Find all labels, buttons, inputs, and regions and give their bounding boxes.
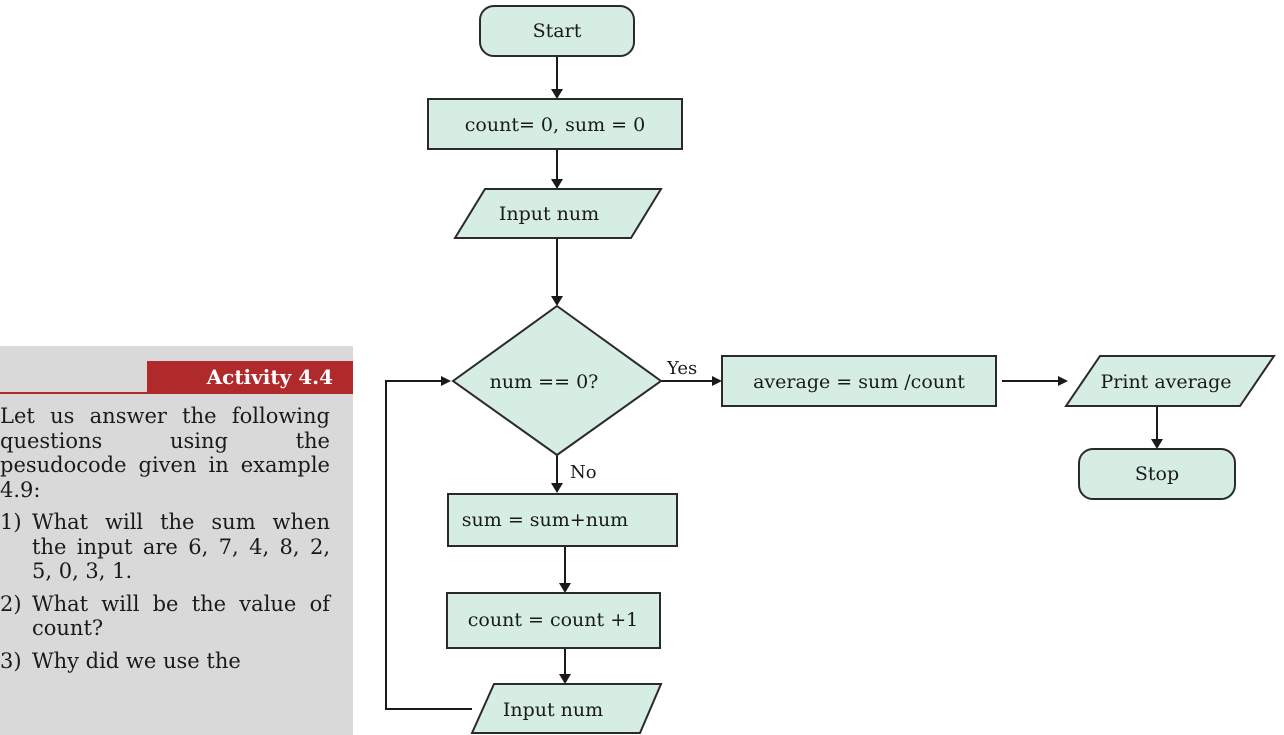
- count-update-node: count = count +1: [446, 592, 661, 649]
- arrowhead: [551, 296, 563, 306]
- input2-label: Input num: [503, 699, 603, 721]
- sum-update-node: sum = sum+num: [447, 493, 678, 547]
- arrowhead: [551, 179, 563, 189]
- question-number: 3): [0, 648, 22, 673]
- init-label: count= 0, sum = 0: [465, 114, 645, 136]
- question-item: 1) What will the sum when the input are …: [0, 510, 330, 584]
- question-list: 1) What will the sum when the input are …: [0, 510, 330, 673]
- question-number: 2): [0, 591, 22, 616]
- question-number: 1): [0, 510, 22, 534]
- input-node-1: Input num: [453, 188, 663, 239]
- print-label: Print average: [1101, 371, 1232, 393]
- stop-node: Stop: [1078, 448, 1236, 500]
- arrowhead: [712, 376, 722, 386]
- start-label: Start: [533, 20, 582, 42]
- arrowhead: [559, 583, 571, 593]
- sum-update-label: sum = sum+num: [462, 509, 628, 531]
- average-label: average = sum /count: [753, 371, 965, 393]
- init-process-node: count= 0, sum = 0: [427, 98, 683, 150]
- question-item: 3) Why did we use the: [0, 649, 330, 674]
- arrowhead: [551, 483, 563, 493]
- average-process-node: average = sum /count: [721, 355, 997, 407]
- arrowhead: [441, 376, 451, 386]
- input-node-2: Input num: [470, 683, 663, 734]
- activity-box: Activity 4.4 Let us answer the following…: [0, 346, 353, 735]
- question-text: What will be the value of count?: [32, 591, 330, 641]
- connectors: [385, 56, 1163, 710]
- question-text: What will the sum when the input are 6, …: [32, 510, 330, 583]
- activity-intro: Let us answer the following questions us…: [0, 404, 330, 502]
- count-update-label: count = count +1: [468, 609, 638, 631]
- start-node: Start: [479, 5, 635, 57]
- arrowhead: [559, 674, 571, 684]
- arrowhead: [1058, 376, 1068, 386]
- decision-node: num == 0?: [451, 304, 663, 457]
- stop-label: Stop: [1135, 463, 1179, 485]
- activity-title: Activity 4.4: [147, 361, 353, 392]
- arrowhead: [1151, 439, 1163, 449]
- activity-body: Let us answer the following questions us…: [0, 404, 330, 681]
- question-item: 2) What will be the value of count?: [0, 592, 330, 641]
- yes-label: Yes: [666, 358, 697, 379]
- decision-label: num == 0?: [490, 371, 599, 393]
- question-text: Why did we use the: [32, 648, 241, 673]
- arrowhead: [551, 89, 563, 99]
- no-label: No: [570, 462, 597, 483]
- input1-label: Input num: [499, 203, 599, 225]
- loop-back-connector: [385, 380, 472, 710]
- print-node: Print average: [1064, 355, 1276, 407]
- activity-divider: [0, 392, 353, 394]
